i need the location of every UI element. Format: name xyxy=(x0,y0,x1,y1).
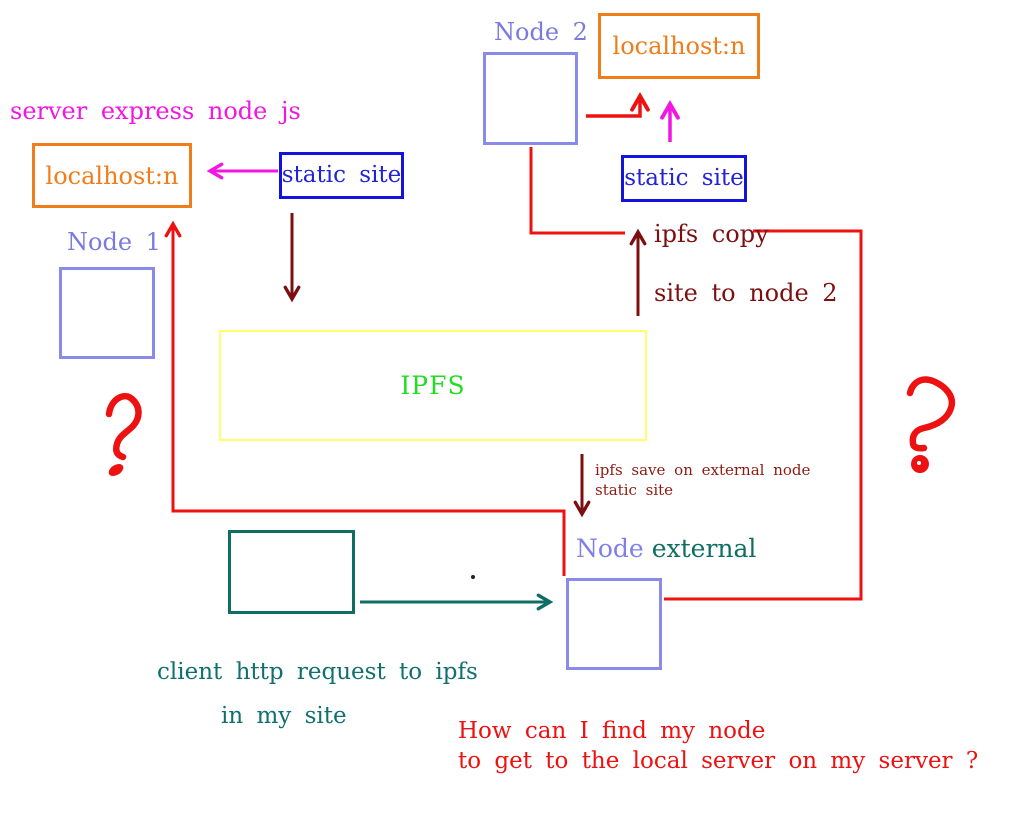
small-dot xyxy=(471,575,475,579)
ipfs-box: IPFS xyxy=(219,330,647,441)
ipfs-label: IPFS xyxy=(400,371,466,400)
node2-box xyxy=(483,52,578,145)
site-to-node2-label: site to node 2 xyxy=(654,279,838,307)
node1-box xyxy=(59,267,155,359)
path-node2-down-to-ipfs-copy xyxy=(529,147,625,235)
static-site-right-label: static site xyxy=(624,165,744,192)
static-site-left-label: static site xyxy=(281,162,402,189)
localhost-left-box: localhost:n xyxy=(32,143,192,208)
node1-label: Node 1 xyxy=(67,228,161,256)
client-http-request-label: client http request to ipfs xyxy=(157,659,478,685)
question-line1: How can I find my node xyxy=(458,718,766,744)
question-line2: to get to the local server on my server … xyxy=(458,748,979,774)
arrow-node2-to-localhost-right xyxy=(586,92,650,118)
question-text: How can I find my node to get to the loc… xyxy=(458,716,978,776)
question-mark-left-icon xyxy=(105,393,142,476)
server-express-label: server express node js xyxy=(10,97,301,125)
localhost-left-label: localhost:n xyxy=(45,161,179,190)
ipfs-copy-label: ipfs copy xyxy=(654,220,769,248)
in-my-site-label: in my site xyxy=(221,703,347,729)
node2-label: Node 2 xyxy=(494,18,588,46)
node-external-word-external: external xyxy=(651,534,757,563)
client-box xyxy=(228,530,355,614)
localhost-right-box: localhost:n xyxy=(598,13,760,79)
question-mark-right-icon xyxy=(906,376,956,473)
static-site-left-box: static site xyxy=(279,152,404,199)
localhost-right-label: localhost:n xyxy=(612,32,746,60)
ipfs-save-annotation: ipfs save on external node static site xyxy=(595,460,810,500)
node-external-word-node: Node xyxy=(576,534,644,563)
ipfs-save-line2: static site xyxy=(595,481,674,499)
static-site-right-box: static site xyxy=(621,155,747,202)
node-external-box xyxy=(566,578,662,670)
ipfs-save-line1: ipfs save on external node xyxy=(595,461,811,479)
